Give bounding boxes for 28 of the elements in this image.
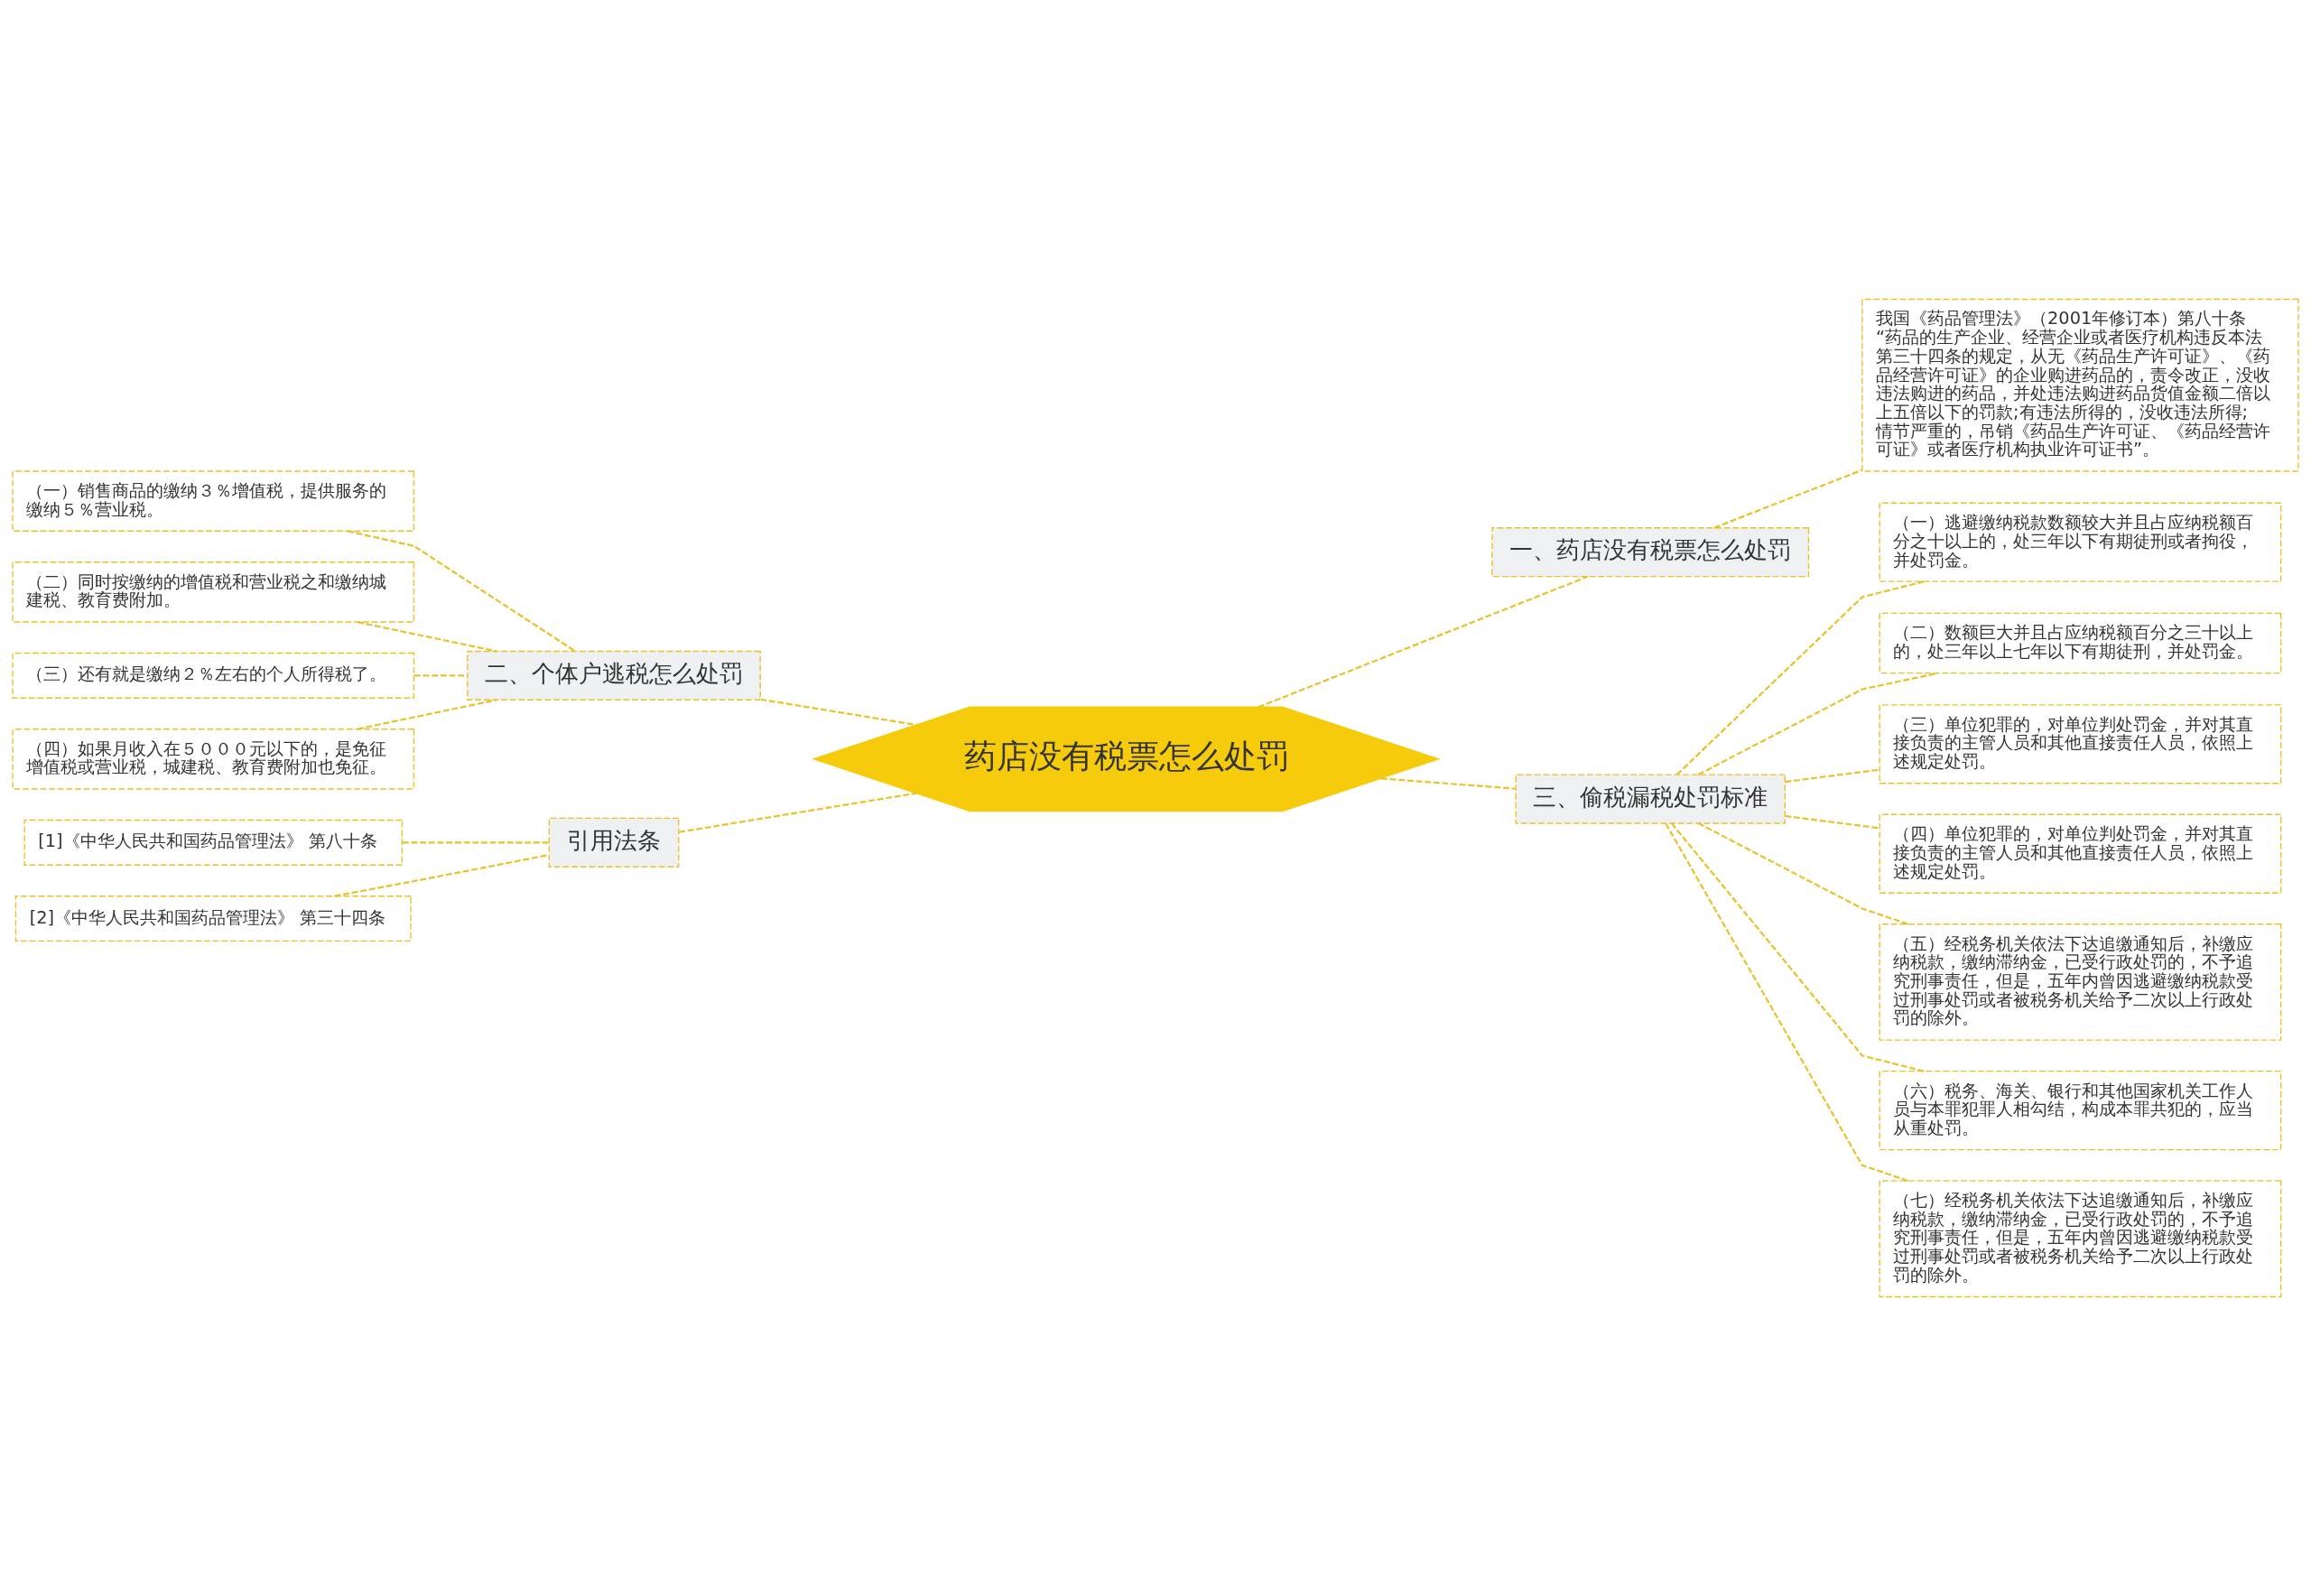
connector bbox=[1665, 822, 1908, 1182]
node-box: 引用法条 bbox=[548, 817, 680, 868]
node-box: （二）同时按缴纳的增值税和营业税之和缴纳城建税、教育费附加。 bbox=[12, 561, 415, 623]
node-box: （六）税务、海关、银行和其他国家机关工作人员与本罪犯罪人相勾结，构成本罪共犯的，应当从重处罚。 bbox=[1879, 1070, 2282, 1151]
node-box: （三）单位犯罪的，对单位判处罚金，并对其直接负责的主管人员和其他直接责任人员，依照上述规定处罚。 bbox=[1879, 704, 2282, 784]
node-box: [1]《中华人民共和国药品管理法》 第八十条 bbox=[23, 819, 404, 866]
connector bbox=[679, 792, 917, 833]
node-box: [2]《中华人民共和国药品管理法》 第三十四条 bbox=[14, 895, 412, 942]
connector bbox=[334, 854, 549, 897]
connector bbox=[1380, 777, 1517, 790]
node-box: 三、偷税漏税处罚标准 bbox=[1515, 774, 1786, 824]
node-box: （七）经税务机关依法下达追缴通知后，补缴应纳税款，缴纳滞纳金，已受行政处罚的，不予追究刑事责任，但是，五年内曾因逃避缴纳税款受过刑事处罚或者被税务机关给予二次以上行政处罚的除外。 bbox=[1879, 1180, 2282, 1298]
connector bbox=[1713, 469, 1862, 529]
node-box: （四）如果月收入在５０００元以下的，是免征增值税或营业税，城建税、教育费附加也免征。 bbox=[12, 728, 415, 790]
node-box: （四）单位犯罪的，对单位判处罚金，并对其直接负责的主管人员和其他直接责任人员，依照上述规定处罚。 bbox=[1879, 813, 2282, 894]
node-box: （一）销售商品的缴纳３％增值税，提供服务的缴纳５％营业税。 bbox=[12, 470, 415, 532]
connector bbox=[1258, 575, 1589, 709]
connector bbox=[402, 841, 550, 844]
node-box: （二）数额巨大并且占应纳税额百分之三十以上的，处三年以上七年以下有期徒刑，并处罚金。 bbox=[1879, 612, 2282, 674]
node-box: 一、药店没有税票怎么处罚 bbox=[1491, 527, 1810, 578]
node-box: （三）还有就是缴纳２％左右的个人所得税了。 bbox=[12, 652, 415, 699]
connector bbox=[1785, 768, 1880, 784]
connector bbox=[1785, 814, 1880, 830]
node-box: （五）经税务机关依法下达追缴通知后，补缴应纳税款，缴纳滞纳金，已受行政处罚的，不予追究刑事责任，但是，五年内曾因逃避缴纳税款受过刑事处罚或者被税务机关给予二次以上行政处罚的除外。 bbox=[1879, 923, 2282, 1041]
node-box: 二、个体户逃税怎么处罚 bbox=[467, 650, 761, 701]
node-box: 我国《药品管理法》（2001年修订本）第八十条“药品的生产企业、经营企业或者医疗机构违反本法第三十四条的规定，从无《药品生产许可证》、《药品经营许可证》的企业购进药品的，责令改正，没收违法购进的药品，并处违法购进药品货值金额二倍以上五倍以下的罚款;有违法所得的，没收违法所得;情节严重的，吊销《药品生产许可证、《药品经营许可证》或者医疗机构执业许可证书”。 bbox=[1861, 298, 2299, 472]
connector bbox=[760, 698, 916, 727]
node-box: （一）逃避缴纳税款数额较大并且占应纳税额百分之十以上的，处三年以下有期徒刑或者拘役，并处罚金。 bbox=[1879, 502, 2282, 582]
